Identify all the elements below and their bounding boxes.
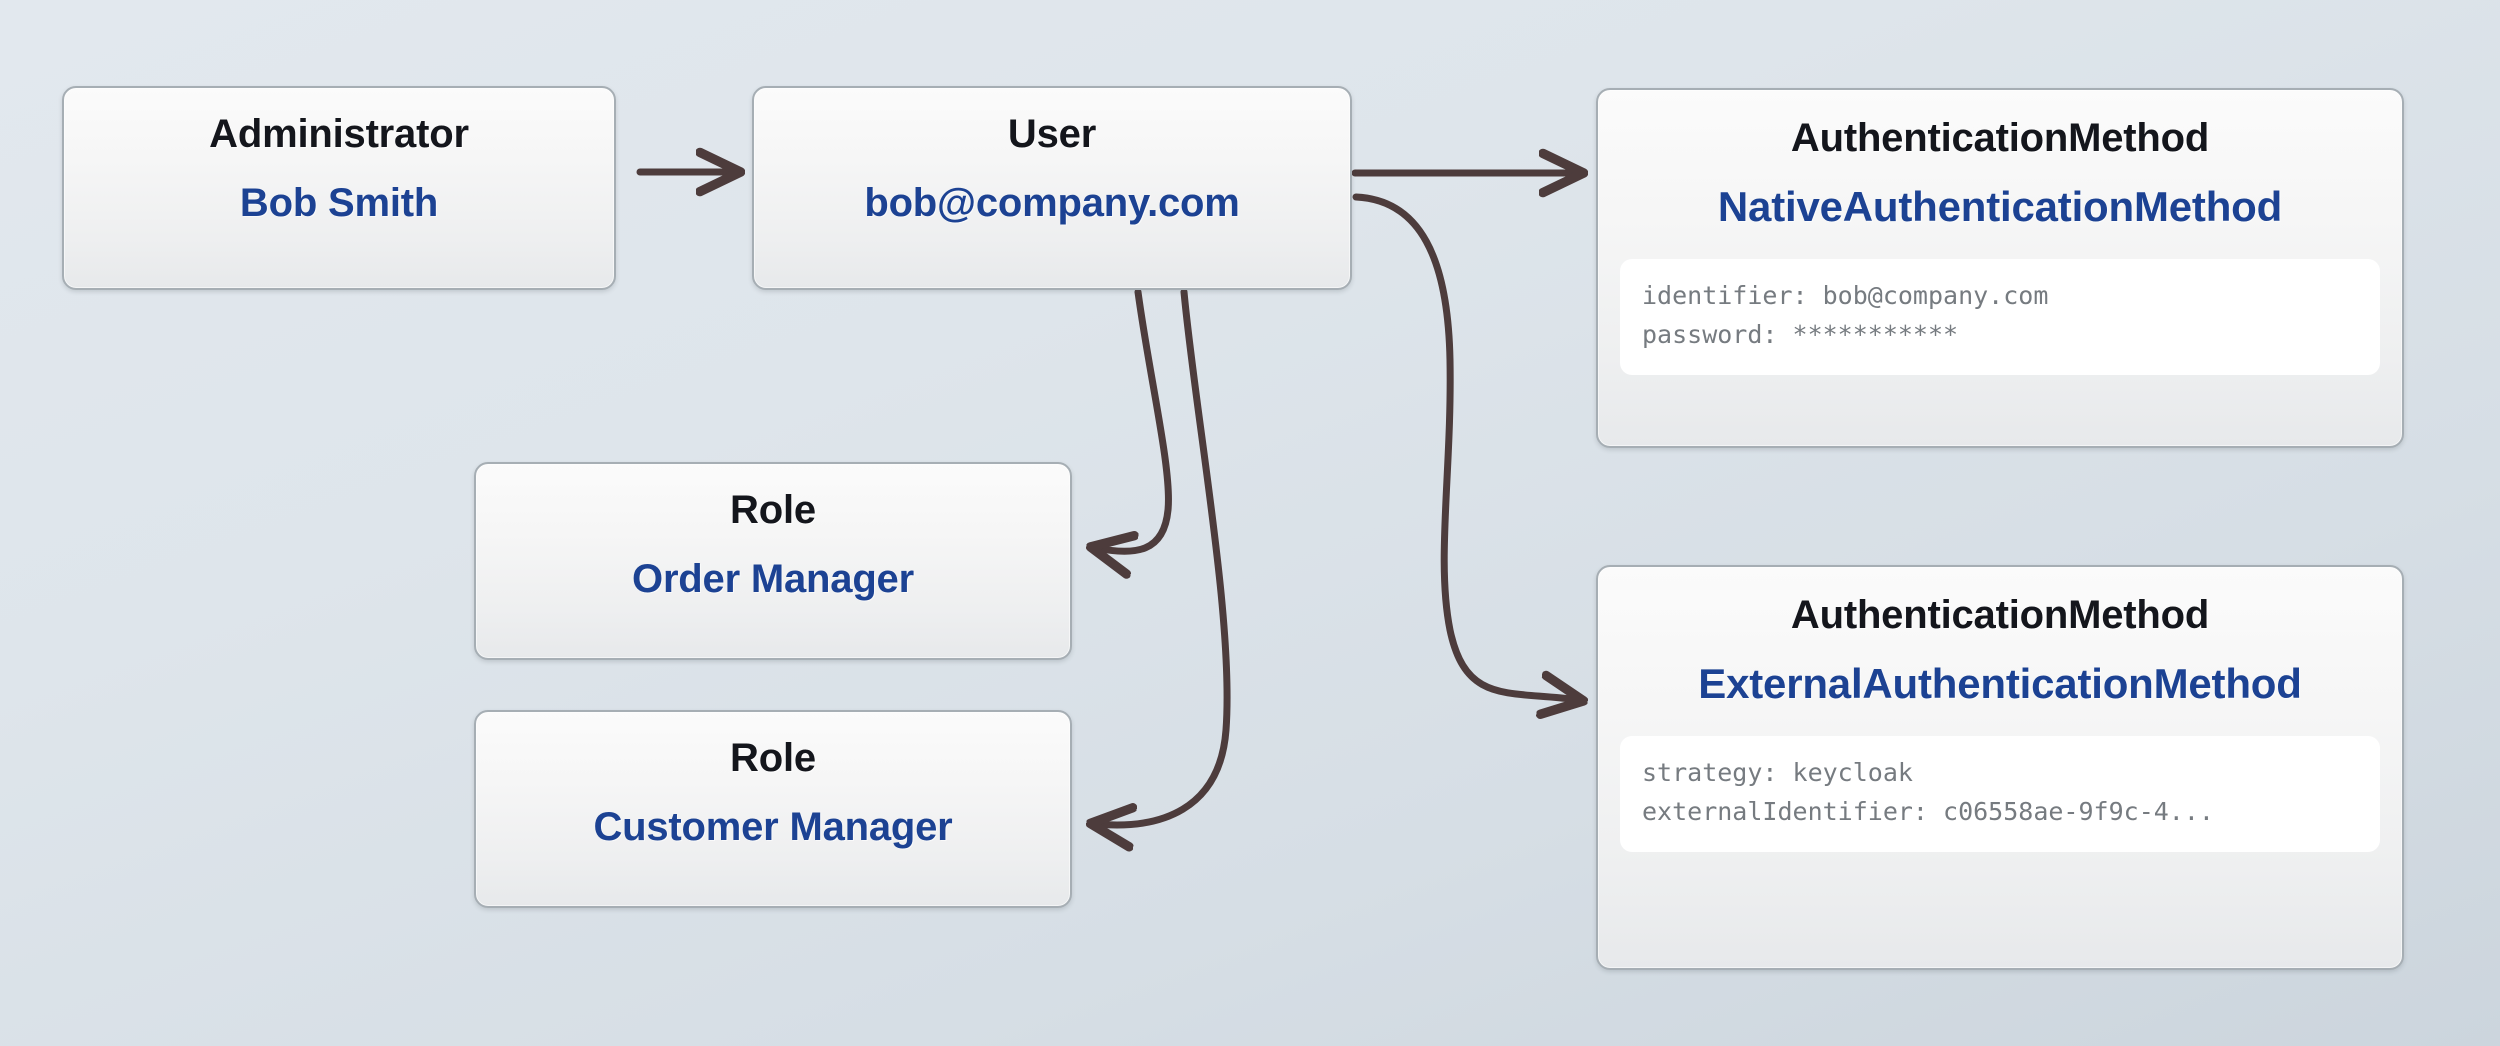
node-role-order-manager-name: Order Manager: [632, 557, 914, 601]
node-user-name: bob@company.com: [864, 181, 1240, 225]
node-role-order-manager-type: Role: [730, 488, 816, 532]
node-authentication-method-external[interactable]: AuthenticationMethod ExternalAuthenticat…: [1596, 565, 2404, 970]
external-auth-strategy-line: strategy: keycloak: [1642, 758, 1913, 787]
node-authentication-method-native[interactable]: AuthenticationMethod NativeAuthenticatio…: [1596, 88, 2404, 448]
node-authentication-method-external-name: ExternalAuthenticationMethod: [1698, 660, 2302, 707]
external-auth-detail-panel: strategy: keycloak externalIdentifier: c…: [1620, 736, 2380, 852]
native-auth-password-line: password: ***********: [1642, 319, 1959, 349]
edge-user-to-auth-external: [1352, 193, 1578, 700]
native-auth-detail-panel: identifier: bob@company.com password: **…: [1620, 259, 2380, 375]
native-auth-identifier-line: identifier: bob@company.com: [1642, 281, 2049, 310]
node-role-customer-manager[interactable]: Role Customer Manager: [474, 710, 1072, 908]
node-authentication-method-native-type: AuthenticationMethod: [1790, 116, 2210, 160]
node-administrator-type: Administrator: [209, 112, 469, 156]
node-role-order-manager[interactable]: Role Order Manager: [474, 462, 1072, 660]
node-administrator-name: Bob Smith: [239, 181, 439, 225]
node-authentication-method-external-type: AuthenticationMethod: [1790, 593, 2210, 637]
node-user-type: User: [1007, 112, 1097, 156]
node-role-customer-manager-type: Role: [730, 736, 816, 780]
node-authentication-method-native-name: NativeAuthenticationMethod: [1717, 183, 2283, 230]
node-user[interactable]: User bob@company.com: [752, 86, 1352, 290]
edge-user-to-role-order: [1096, 288, 1172, 551]
node-role-customer-manager-name: Customer Manager: [593, 805, 953, 849]
external-auth-identifier-line: externalIdentifier: c06558ae-9f9c-4...: [1642, 796, 2214, 826]
node-administrator[interactable]: Administrator Bob Smith: [62, 86, 616, 290]
edge-user-to-role-customer: [1096, 288, 1231, 825]
